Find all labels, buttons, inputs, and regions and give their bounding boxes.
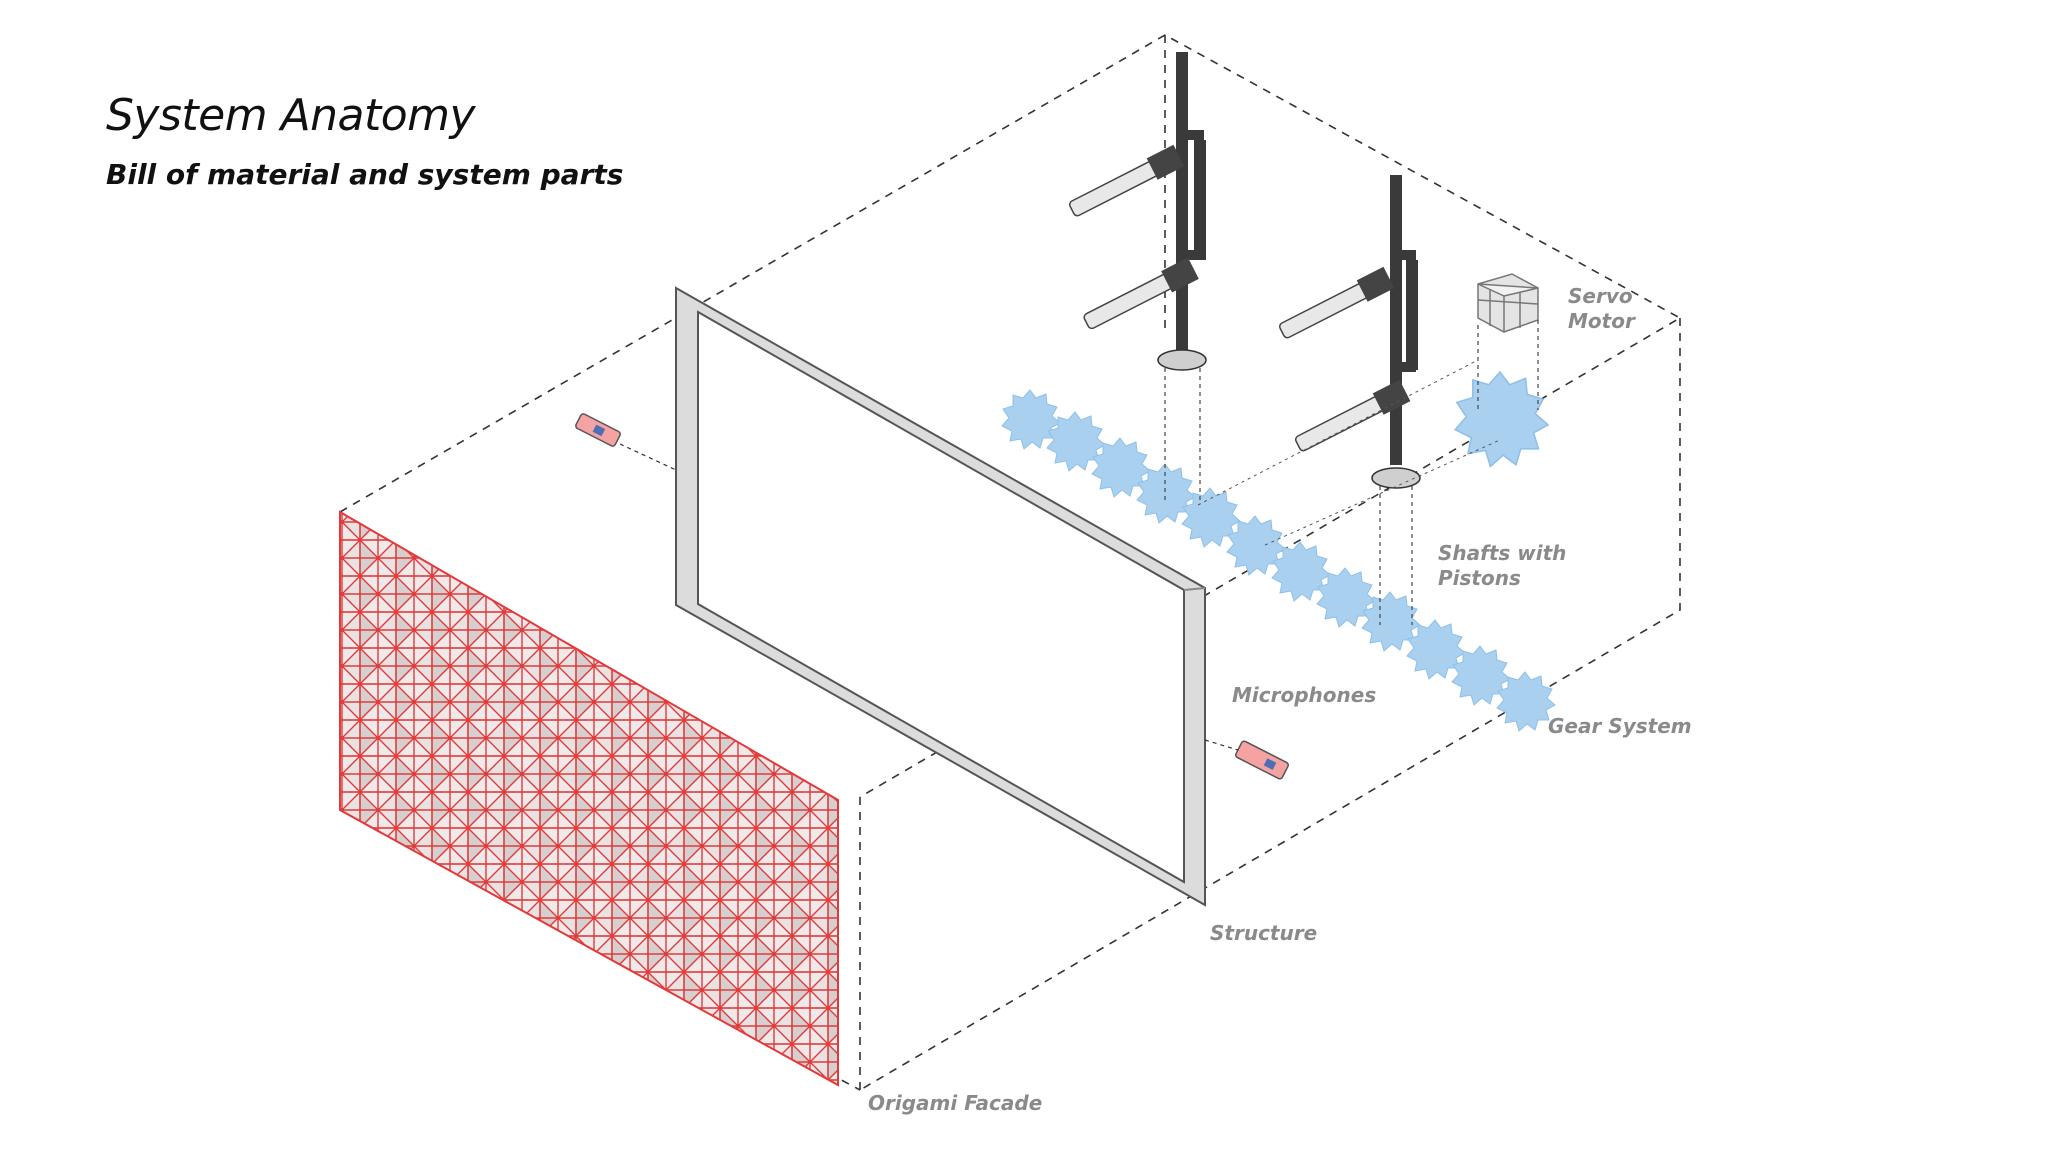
gear-icon-large — [1454, 371, 1549, 468]
label-shafts-line2: Pistons — [1438, 566, 1521, 590]
connector-lines — [1197, 359, 1501, 546]
label-servo-line2: Motor — [1568, 309, 1636, 333]
microphone-icon-left — [575, 413, 677, 471]
label-gear-system: Gear System — [1548, 714, 1692, 738]
page-subtitle: Bill of material and system parts — [106, 158, 624, 191]
microphone-icon-right — [1204, 739, 1289, 780]
shaft-piston-icon-left — [1068, 52, 1207, 500]
label-microphones: Microphones — [1232, 683, 1376, 707]
label-servo-line1: Servo — [1568, 284, 1633, 308]
servo-motor-icon — [1477, 273, 1539, 410]
page-title: System Anatomy — [106, 90, 476, 141]
label-shafts-line1: Shafts with — [1438, 541, 1566, 565]
label-structure: Structure — [1210, 921, 1317, 945]
origami-facade — [339, 510, 839, 1087]
structure-frame — [675, 286, 1206, 907]
label-origami-facade: Origami Facade — [868, 1091, 1042, 1115]
shaft-piston-icon-right — [1278, 175, 1421, 625]
